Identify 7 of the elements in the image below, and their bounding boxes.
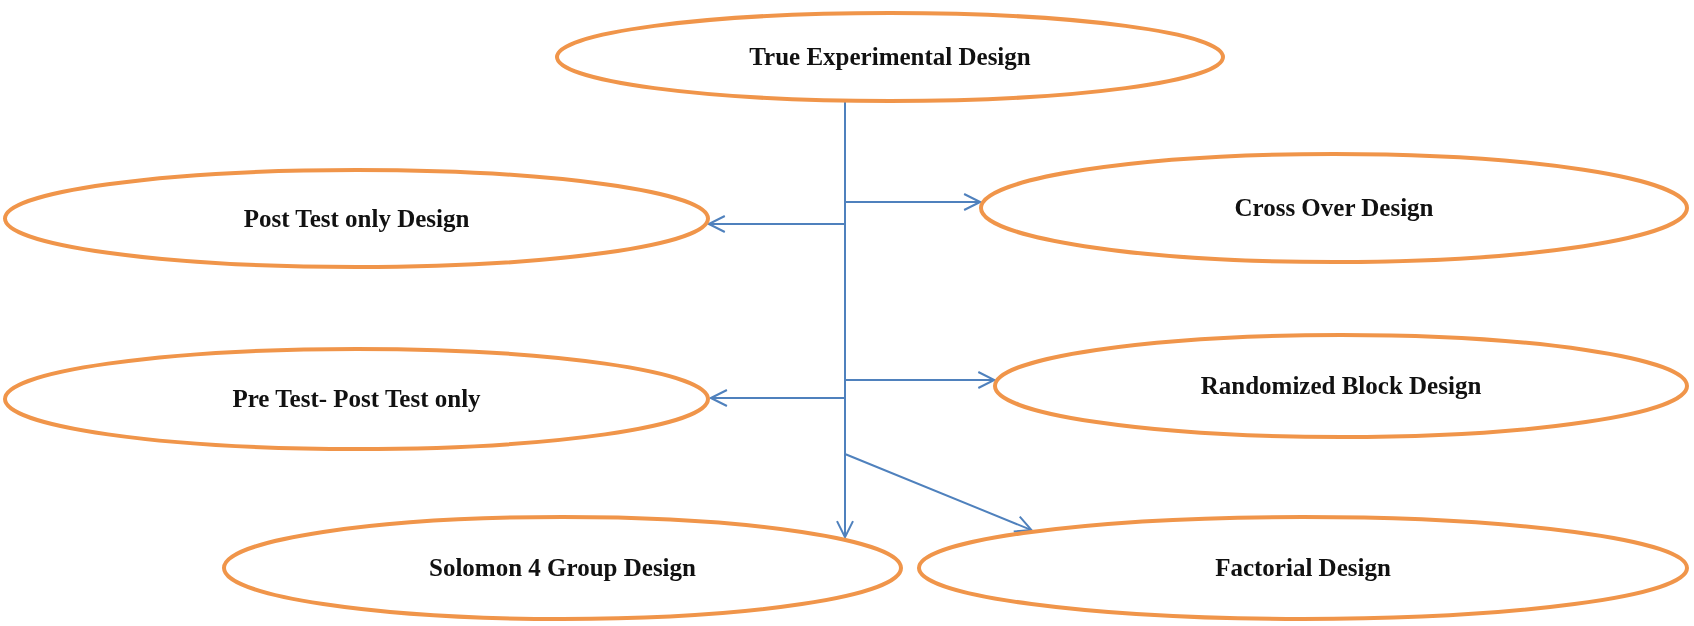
node-label: True Experimental Design	[749, 43, 1031, 71]
node-label: Solomon 4 Group Design	[429, 554, 696, 582]
node-label: Cross Over Design	[1234, 194, 1434, 222]
node-label: Post Test only Design	[243, 204, 470, 233]
node-label: Pre Test- Post Test only	[232, 385, 481, 413]
node-label: Factorial Design	[1215, 554, 1391, 582]
node-label: Randomized Block Design	[1200, 372, 1482, 400]
